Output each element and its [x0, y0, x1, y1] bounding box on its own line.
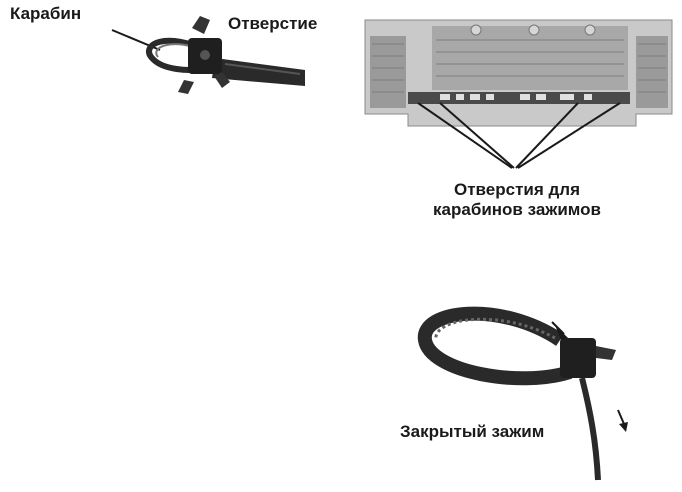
holes-for-clips-label: Отверстия для карабинов зажимов [404, 180, 630, 220]
holes-for-clips-line2: карабинов зажимов [433, 200, 601, 219]
clip-label: Карабин [10, 4, 82, 23]
holes-for-clips-line1: Отверстия для [454, 180, 580, 199]
cable-tie-closed-icon [417, 306, 616, 481]
cable-clip-open-icon [111, 16, 305, 94]
hole-label: Отверстие [228, 14, 318, 33]
down-arrow-icon [617, 409, 628, 432]
closed-clamp-label: Закрытый зажим [400, 422, 545, 441]
tv-back-panel-icon [364, 19, 673, 169]
down-arrow-icon [551, 321, 568, 340]
